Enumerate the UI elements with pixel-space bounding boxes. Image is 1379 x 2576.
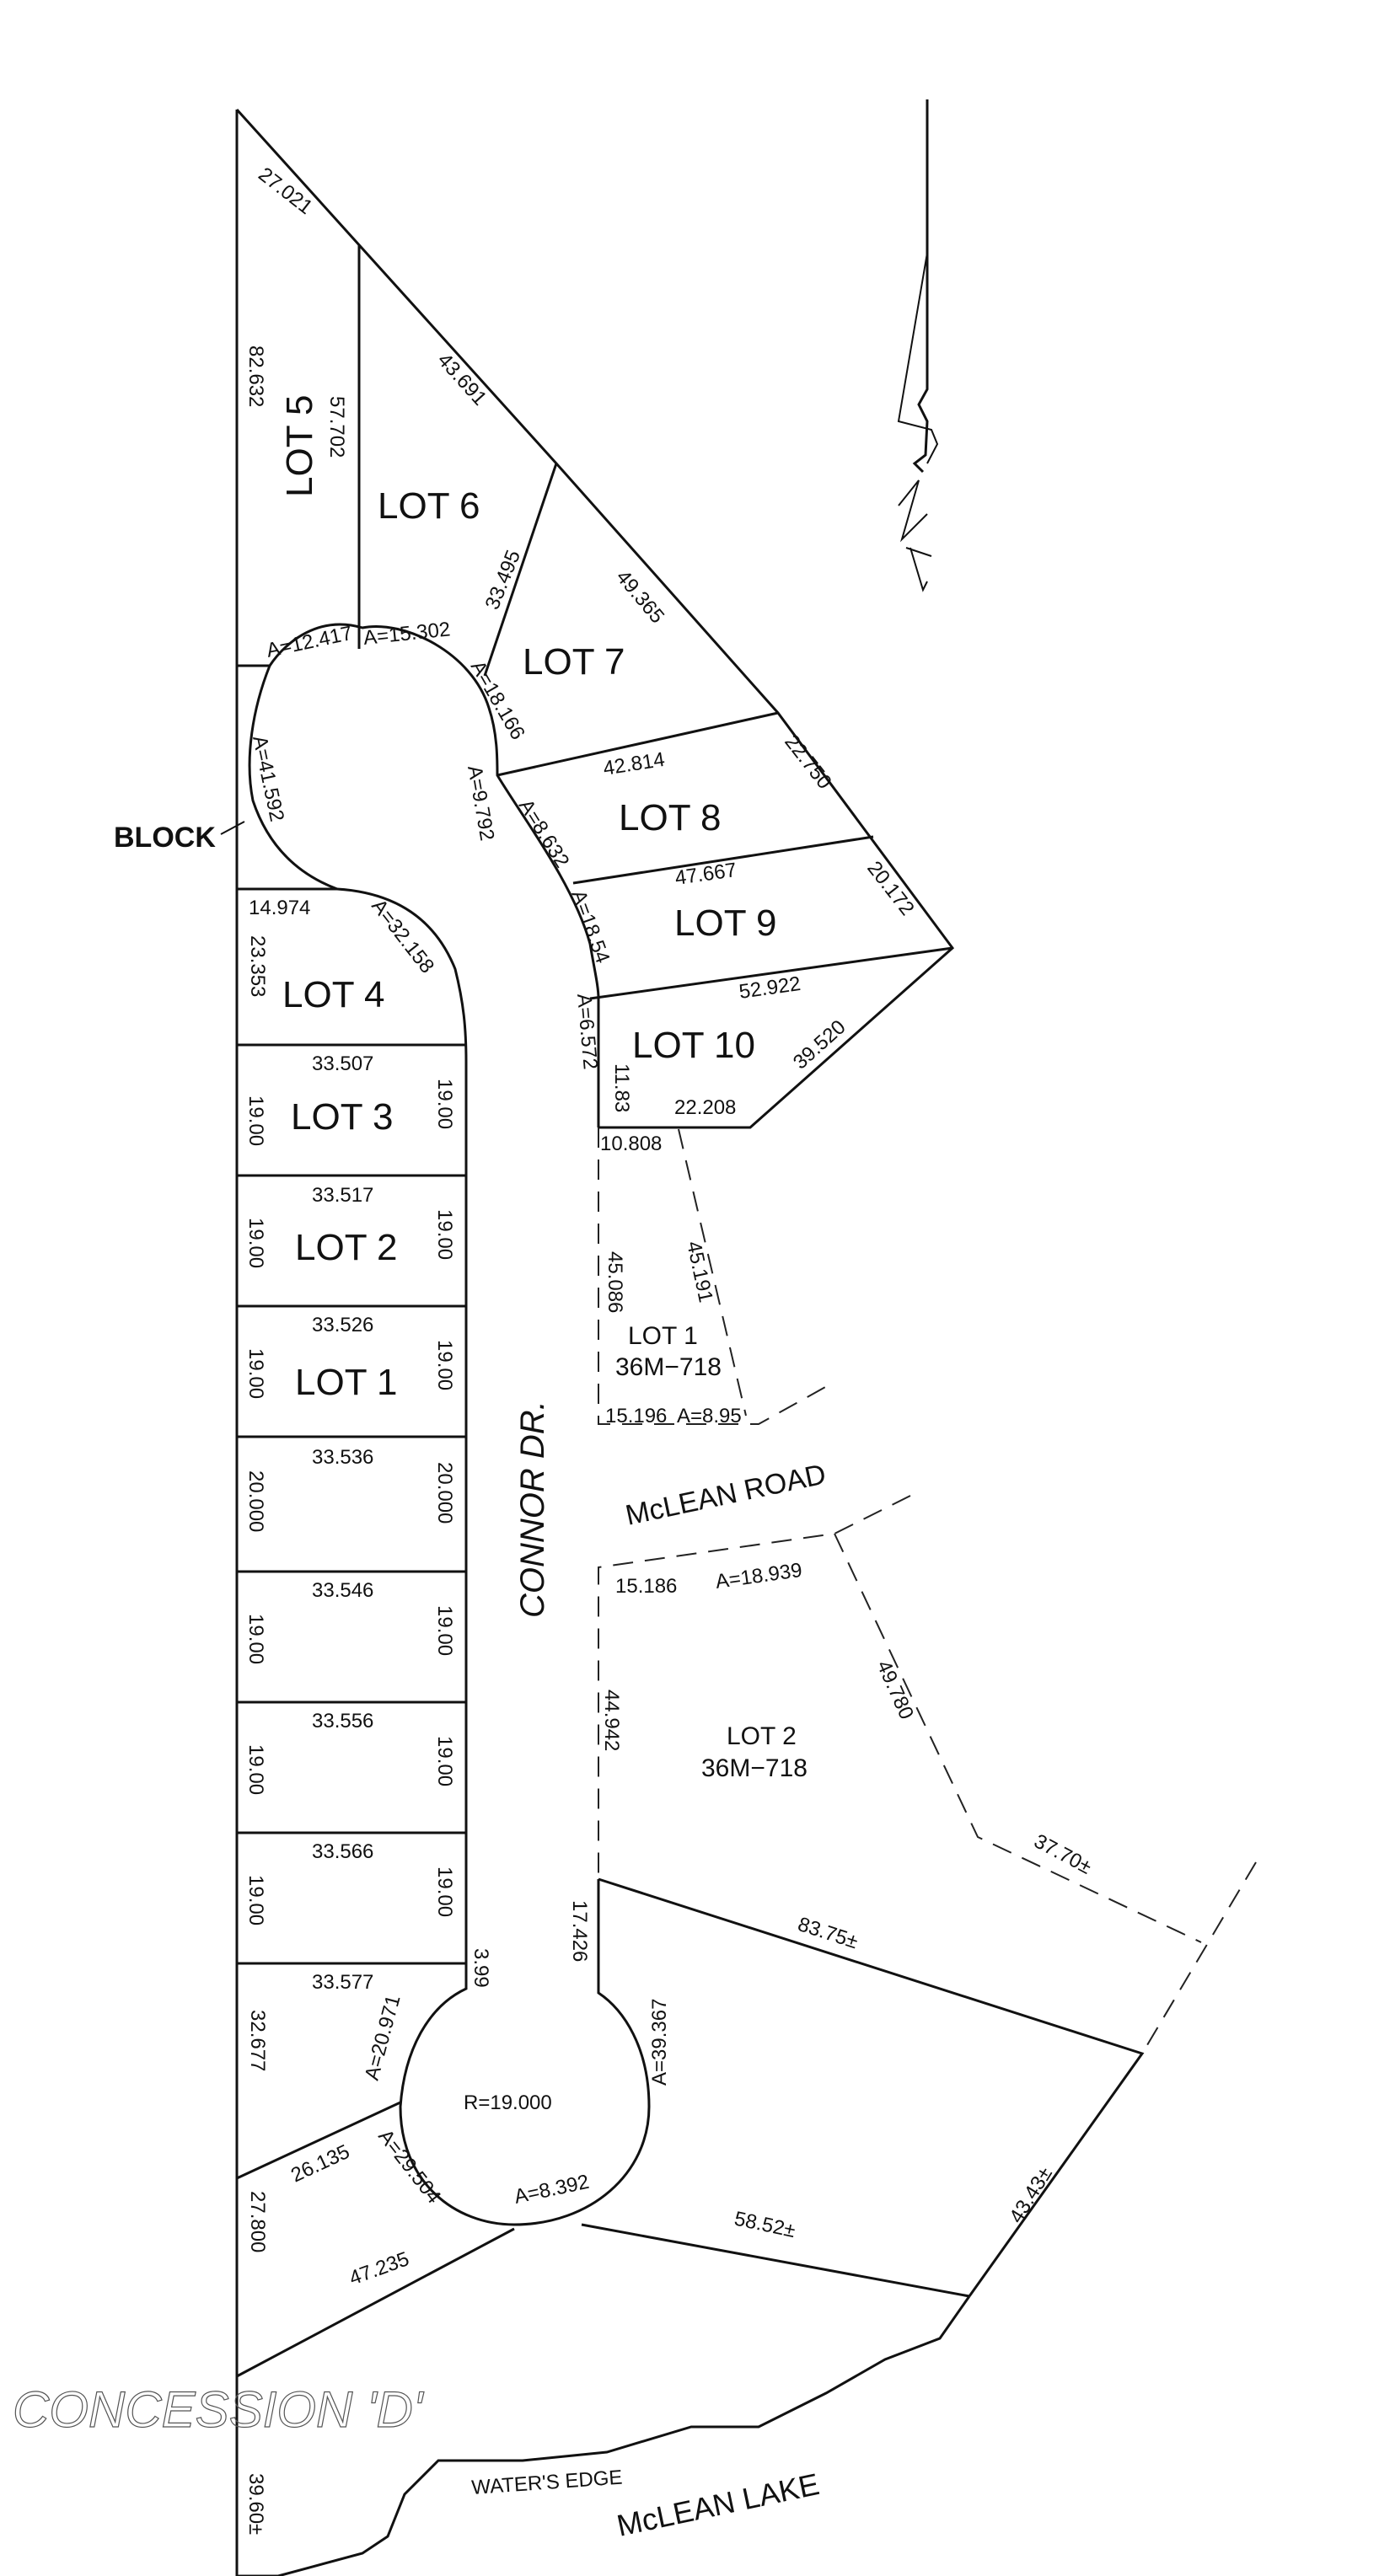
lot-6-label: LOT 6 xyxy=(378,485,480,527)
mclean-road-label: McLEAN ROAD xyxy=(623,1458,829,1531)
block-label: BLOCK xyxy=(114,822,216,854)
dim-label: 33.517 xyxy=(312,1184,373,1207)
dim-label: 27.800 xyxy=(246,2191,269,2252)
dim-label: 26.135 xyxy=(287,2140,353,2187)
dim-label: A=29.504 xyxy=(373,2125,445,2208)
dim-label: A=20.971 xyxy=(361,1993,405,2083)
dim-label: 19.00 xyxy=(433,1866,456,1917)
dim-label: 3.99 xyxy=(470,1948,492,1988)
lot-9-label: LOT 9 xyxy=(674,902,776,944)
dim-label: A=12.417 xyxy=(265,622,355,662)
dim-label: 20.000 xyxy=(433,1462,456,1524)
existing-lot-1-plan: 36M−718 xyxy=(615,1353,722,1381)
waters-edge-label: WATER'S EDGE xyxy=(471,2466,624,2499)
dim-label: 19.00 xyxy=(244,1875,267,1925)
dim-label: 15.196 xyxy=(605,1405,667,1427)
existing-lot-1-name: LOT 1 xyxy=(628,1322,698,1350)
dim-label: 33.536 xyxy=(312,1446,373,1469)
dim-label: 14.974 xyxy=(249,897,310,919)
dim-label: 43.43± xyxy=(1005,2163,1057,2227)
dim-label: 83.75± xyxy=(795,1913,861,1953)
dim-label: 33.577 xyxy=(312,1971,373,1994)
dim-label: 19.00 xyxy=(244,1614,267,1664)
dim-label: 19.00 xyxy=(244,1095,267,1146)
dim-label: 57.702 xyxy=(325,396,348,458)
dim-label: 22.208 xyxy=(674,1096,736,1119)
dim-label: 58.52± xyxy=(732,2207,797,2242)
dim-label: 33.546 xyxy=(312,1579,373,1602)
lot-labels: LOT 5 LOT 6 LOT 7 LOT 8 LOT 9 LOT 10 LOT… xyxy=(279,395,776,1403)
existing-lot-2-name: LOT 2 xyxy=(727,1722,797,1750)
dim-label: 22.750 xyxy=(780,731,835,793)
dim-label: 45.086 xyxy=(604,1251,626,1313)
dim-label: A=39.367 xyxy=(648,1999,671,2086)
lot-4-label: LOT 4 xyxy=(282,974,384,1015)
lot-2-label: LOT 2 xyxy=(295,1227,397,1268)
dim-label: 33.495 xyxy=(481,547,526,613)
dim-label: 42.814 xyxy=(602,748,667,780)
lot-7-label: LOT 7 xyxy=(523,641,625,683)
dim-label: 20.000 xyxy=(244,1470,267,1532)
lot-3-label: LOT 3 xyxy=(291,1096,393,1138)
dim-label: 19.00 xyxy=(244,1348,267,1399)
dim-label: 82.632 xyxy=(244,345,267,407)
dim-label: 32.677 xyxy=(246,2010,269,2071)
connor-drive-label: CONNOR DR. xyxy=(514,1400,551,1618)
dim-label: 47.235 xyxy=(346,2247,412,2289)
existing-lot-2-plan: 36M−718 xyxy=(701,1754,808,1782)
dim-label: 19.00 xyxy=(244,1744,267,1795)
dim-label: A=8.95 xyxy=(677,1405,742,1427)
lot-8-label: LOT 8 xyxy=(619,797,721,838)
dim-label: 47.667 xyxy=(673,859,738,890)
dim-label: 19.00 xyxy=(433,1605,456,1656)
dim-label: A=9.792 xyxy=(463,763,498,842)
north-arrow-icon xyxy=(897,99,939,592)
dim-label: 39.60± xyxy=(244,2473,267,2535)
dim-label: 27.021 xyxy=(254,163,316,218)
radius-label: R=19.000 xyxy=(464,2091,552,2114)
dim-label: 33.507 xyxy=(312,1052,373,1075)
mclean-lake-label: McLEAN LAKE xyxy=(614,2466,822,2543)
dim-label: 19.00 xyxy=(433,1340,456,1390)
dim-label: 33.556 xyxy=(312,1710,373,1733)
block-leader xyxy=(220,821,245,835)
dim-label: A=18.166 xyxy=(466,657,529,744)
dim-label: 19.00 xyxy=(433,1736,456,1786)
existing-plan-lines xyxy=(598,1127,1257,2054)
lot-1-label: LOT 1 xyxy=(295,1362,397,1403)
dim-label: 49.780 xyxy=(872,1657,919,1722)
dim-label: 33.566 xyxy=(312,1840,373,1863)
dim-label: 19.00 xyxy=(433,1079,456,1129)
dim-label: A=18.54 xyxy=(566,887,614,967)
dim-label: 19.00 xyxy=(433,1209,456,1260)
dim-label: 49.365 xyxy=(611,566,668,629)
dim-label: 23.353 xyxy=(246,935,269,997)
dim-label: A=41.592 xyxy=(248,734,288,824)
dim-label: A=18.939 xyxy=(714,1559,803,1593)
dim-label: 15.186 xyxy=(615,1575,677,1598)
dim-label: 10.808 xyxy=(600,1133,662,1155)
dim-label: 45.191 xyxy=(682,1240,717,1304)
parcel-boundaries xyxy=(235,108,1145,2576)
dim-label: 44.942 xyxy=(600,1690,623,1751)
dim-label: 33.526 xyxy=(312,1314,373,1336)
dim-label: 19.00 xyxy=(244,1218,267,1268)
dim-label: A=8.392 xyxy=(512,2171,592,2209)
dim-label: 11.83 xyxy=(610,1063,633,1112)
dim-label: A=8.632 xyxy=(514,795,574,872)
lot-5-label: LOT 5 xyxy=(279,395,320,497)
dim-label: 17.426 xyxy=(568,1900,591,1962)
concession-label: CONCESSION 'D' xyxy=(13,2381,425,2438)
lot-10-label: LOT 10 xyxy=(632,1025,755,1066)
dim-label: 37.70± xyxy=(1030,1829,1095,1878)
